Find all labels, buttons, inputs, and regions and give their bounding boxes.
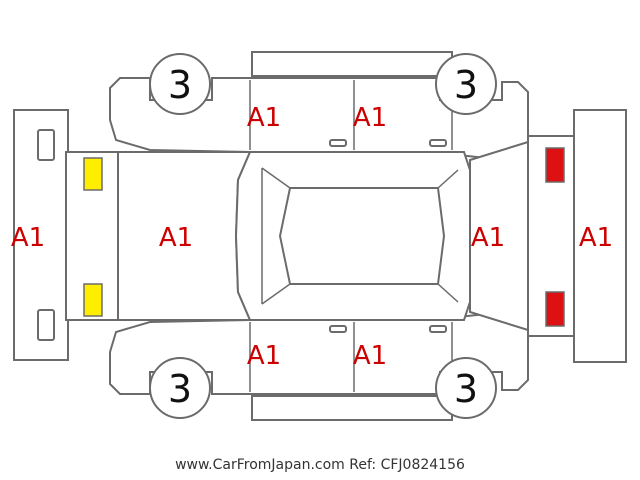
top-side-skirt <box>251 51 453 77</box>
hood-code: A1 <box>159 223 193 253</box>
wheel-front-right: 3 <box>149 357 211 419</box>
front-left-lamp <box>83 157 103 191</box>
front-right-door-code: A1 <box>247 341 281 371</box>
front-bumper-code: A1 <box>11 223 45 253</box>
wheel-rear-left-grade: 3 <box>454 63 478 107</box>
bottom-side-skirt <box>251 395 453 421</box>
front-right-lamp <box>83 283 103 317</box>
front-bumper <box>13 109 69 361</box>
trunk-code: A1 <box>471 223 505 253</box>
rear-right-lamp <box>545 291 565 327</box>
wheel-front-left-grade: 3 <box>168 63 192 107</box>
wheel-rear-right-grade: 3 <box>454 367 478 411</box>
wheel-front-right-grade: 3 <box>168 367 192 411</box>
rear-left-lamp <box>545 147 565 183</box>
rear-right-door-code: A1 <box>353 341 387 371</box>
rear-left-door-code: A1 <box>353 103 387 133</box>
front-left-door-code: A1 <box>247 103 281 133</box>
wheel-rear-right: 3 <box>435 357 497 419</box>
watermark-reference: www.CarFromJapan.com Ref: CFJ0824156 <box>175 457 465 473</box>
wheel-rear-left: 3 <box>435 53 497 115</box>
cabin <box>234 151 471 321</box>
rear-bumper-code: A1 <box>579 223 613 253</box>
wheel-front-left: 3 <box>149 53 211 115</box>
